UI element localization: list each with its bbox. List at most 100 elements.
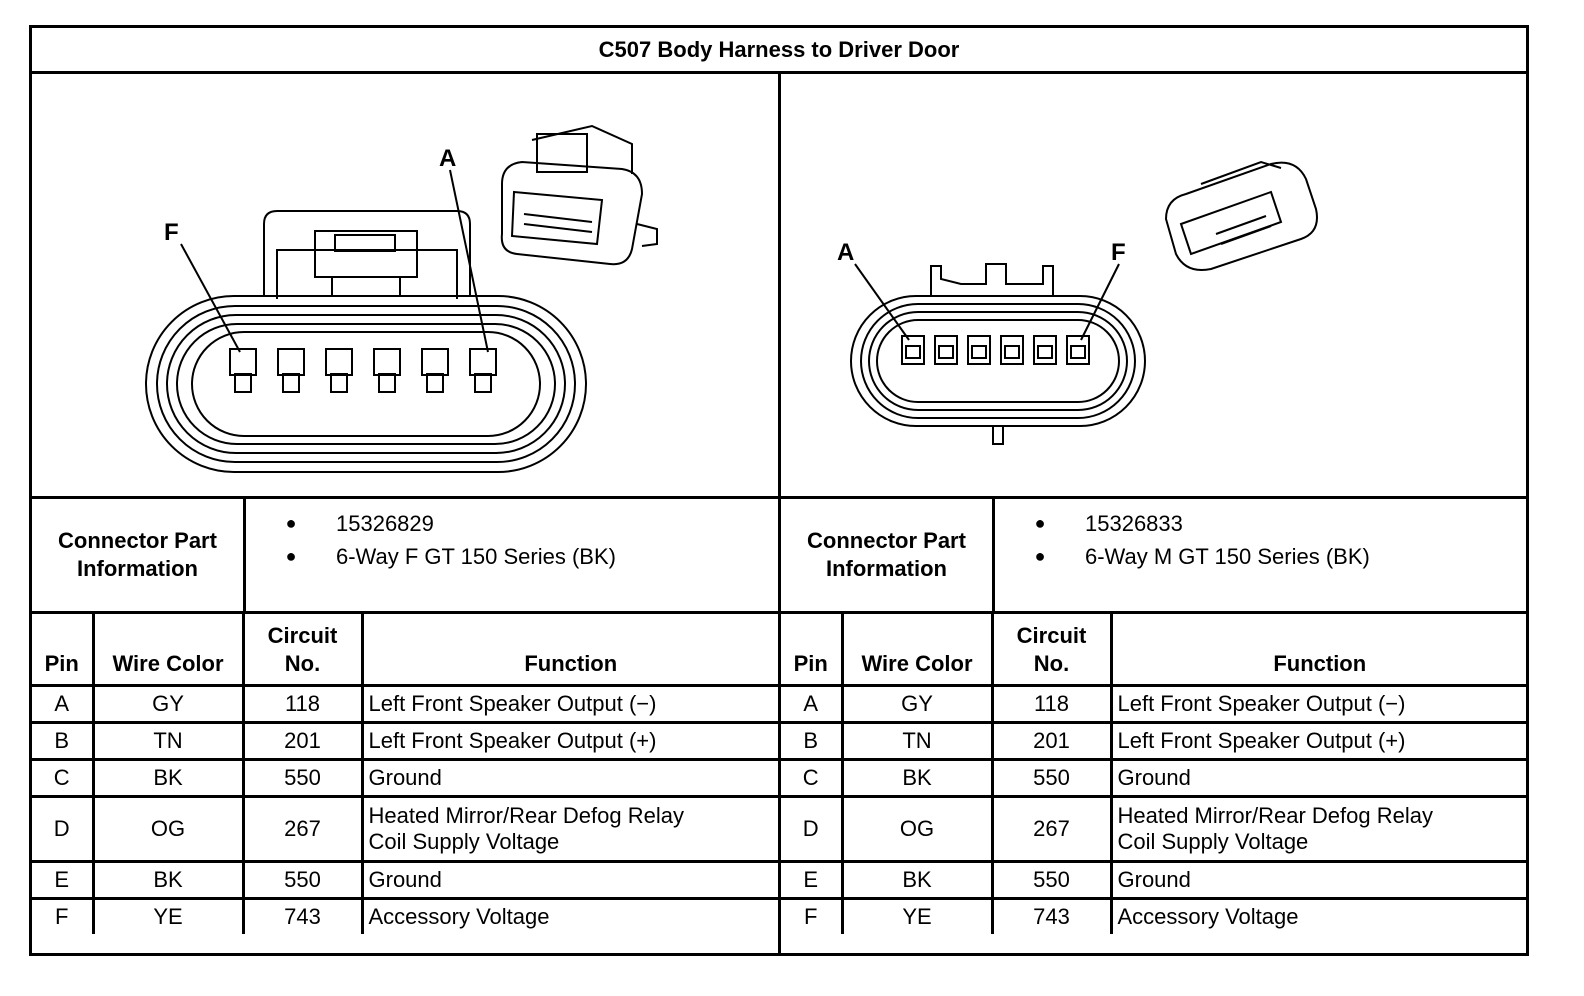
header-wire-color: Wire Color: [91, 614, 245, 687]
female-ring-4: [176, 323, 556, 445]
header-pin: Pin: [32, 614, 95, 687]
female-outer-ring: [145, 295, 587, 473]
cell-circuit: 118: [990, 684, 1113, 724]
header-function: Function: [360, 614, 778, 687]
cell-function: Left Front Speaker Output (−): [360, 684, 778, 724]
cell-circuit: 267: [241, 795, 364, 863]
cell-wire-color: BK: [840, 758, 994, 798]
female-label-a: A: [439, 145, 456, 172]
male-label-a: A: [837, 239, 854, 266]
cell-pin: B: [32, 721, 95, 761]
female-leader-a: [449, 169, 489, 353]
info-label-line2: Information: [76, 556, 198, 581]
cell-pin: C: [32, 758, 95, 798]
cell-wire-color: GY: [91, 684, 245, 724]
info-label-line1: Connector Part: [58, 528, 217, 553]
connector-female-info: Connector Part Information ●15326829 ●6-…: [32, 496, 778, 614]
cell-function: Ground: [360, 758, 778, 798]
list-item: ● 6-Way M GT 150 Series (BK): [995, 540, 1515, 573]
part-number: 15326829: [336, 510, 434, 536]
cell-pin: D: [781, 795, 844, 863]
cell-wire-color: OG: [91, 795, 245, 863]
cell-circuit: 743: [241, 897, 364, 934]
cell-circuit: 201: [990, 721, 1113, 761]
connector-male-info: Connector Part Information ●15326833 ●6-…: [781, 496, 1527, 614]
bullet-icon: ●: [1034, 513, 1046, 533]
cell-function: Left Front Speaker Output (−): [1109, 684, 1527, 724]
cell-function: Accessory Voltage: [360, 897, 778, 934]
male-ring-2: [860, 303, 1136, 419]
connector-male-diagram: A F: [781, 74, 1527, 496]
header-function: Function: [1109, 614, 1527, 687]
female-leader-f: [180, 243, 241, 353]
cell-wire-color: TN: [840, 721, 994, 761]
cell-wire-color: YE: [840, 897, 994, 934]
female-inner-cavity: [191, 331, 541, 437]
cell-pin: F: [32, 897, 95, 934]
connector-female-diagram: F A: [32, 74, 778, 496]
cell-pin: B: [781, 721, 844, 761]
cell-circuit: 550: [990, 860, 1113, 900]
male-label-f: F: [1111, 239, 1126, 266]
female-label-f: F: [164, 219, 179, 246]
info-label: Connector Part Information: [32, 499, 246, 611]
male-connector-drawing: A F: [837, 160, 1318, 445]
cell-function: Accessory Voltage: [1109, 897, 1527, 934]
part-info-list: ● 15326833 ● 6-Way M GT 150 Series (BK): [995, 507, 1515, 573]
cell-wire-color: BK: [840, 860, 994, 900]
part-description: 6-Way F GT 150 Series (BK): [336, 543, 616, 569]
list-item: ● 15326833: [995, 507, 1515, 540]
male-top-keys: [930, 263, 1054, 296]
cell-function: Ground: [1109, 860, 1527, 900]
cell-circuit: 550: [990, 758, 1113, 798]
header-pin: Pin: [781, 614, 844, 687]
male-inner-cavity: [876, 319, 1120, 403]
cell-circuit: 550: [241, 860, 364, 900]
header-wire-color: Wire Color: [840, 614, 994, 687]
female-latch-window: [334, 234, 396, 252]
cell-circuit: 743: [990, 897, 1113, 934]
cell-function: Ground: [1109, 758, 1527, 798]
bullet-icon: ●: [1034, 546, 1046, 566]
male-pins: [901, 335, 1090, 365]
male-leader-a: [854, 263, 910, 341]
cell-circuit: 118: [241, 684, 364, 724]
female-latch-inner: [276, 249, 458, 299]
connector-female-section: F A Connector Part Information ●15326829…: [32, 74, 778, 953]
cell-pin: E: [781, 860, 844, 900]
cell-wire-color: YE: [91, 897, 245, 934]
part-number: 15326833: [1085, 510, 1183, 536]
cell-pin: A: [781, 684, 844, 724]
connector-sheet: C507 Body Harness to Driver Door: [29, 25, 1529, 956]
cell-circuit: 201: [241, 721, 364, 761]
part-description: 6-Way M GT 150 Series (BK): [1085, 543, 1370, 569]
cell-wire-color: TN: [91, 721, 245, 761]
male-ring-3: [868, 311, 1128, 411]
cell-pin: E: [32, 860, 95, 900]
cell-wire-color: BK: [91, 758, 245, 798]
cell-pin: A: [32, 684, 95, 724]
cell-circuit: 267: [990, 795, 1113, 863]
sheet-title: C507 Body Harness to Driver Door: [32, 28, 1526, 74]
female-ring-2: [156, 305, 576, 463]
connector-male-section: A F Connector Part Information ●15326833…: [781, 74, 1527, 953]
cell-pin: F: [781, 897, 844, 934]
male-connector-iso-sketch: [1164, 160, 1318, 271]
cell-function: Left Front Speaker Output (+): [360, 721, 778, 761]
